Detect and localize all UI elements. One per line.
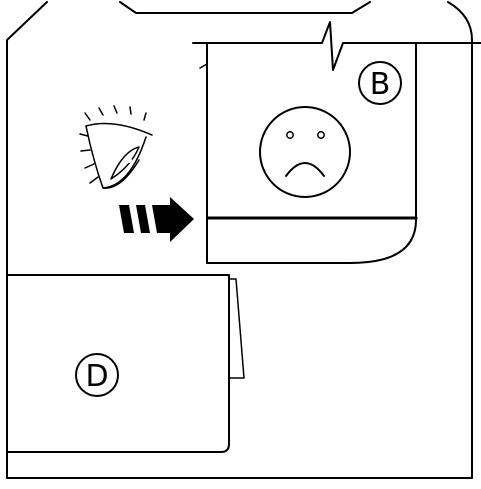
station-b: B	[192, 21, 481, 264]
station-d-label: D	[75, 353, 119, 397]
arrow-head	[152, 197, 194, 242]
eye-icon	[79, 105, 153, 189]
sad-face-icon	[259, 106, 351, 198]
station-d-side-flap	[228, 278, 245, 379]
station-b-label-text: B	[370, 67, 391, 102]
station-b-body	[206, 42, 417, 264]
eye-iris	[110, 146, 140, 180]
arrow-dash-1	[119, 205, 134, 233]
sad-face-mouth	[285, 162, 325, 177]
eye-lower-lid	[102, 159, 140, 189]
eye-lashes	[79, 105, 147, 184]
sad-face-left-eye	[286, 131, 294, 139]
room-left-wall	[6, 1, 48, 479]
room-outline	[6, 1, 473, 479]
station-d-label-circle	[75, 353, 119, 397]
eye-highlight	[126, 157, 132, 163]
sad-face-outline	[259, 106, 351, 198]
station-d-body	[6, 274, 230, 453]
eye-upper-lid	[85, 122, 153, 136]
room-right-wall	[447, 1, 473, 479]
station-b-side-flap	[199, 63, 208, 135]
station-d-label-text: D	[85, 359, 108, 394]
sad-face-right-eye	[317, 131, 325, 139]
station-b-label: B	[358, 61, 402, 105]
arrow-right-icon	[119, 197, 194, 242]
arrow-dash-2	[136, 205, 150, 233]
station-b-label-circle	[358, 61, 402, 105]
station-d: D	[6, 274, 245, 453]
station-b-top-edge	[192, 21, 481, 71]
room-top-opening	[119, 1, 371, 14]
